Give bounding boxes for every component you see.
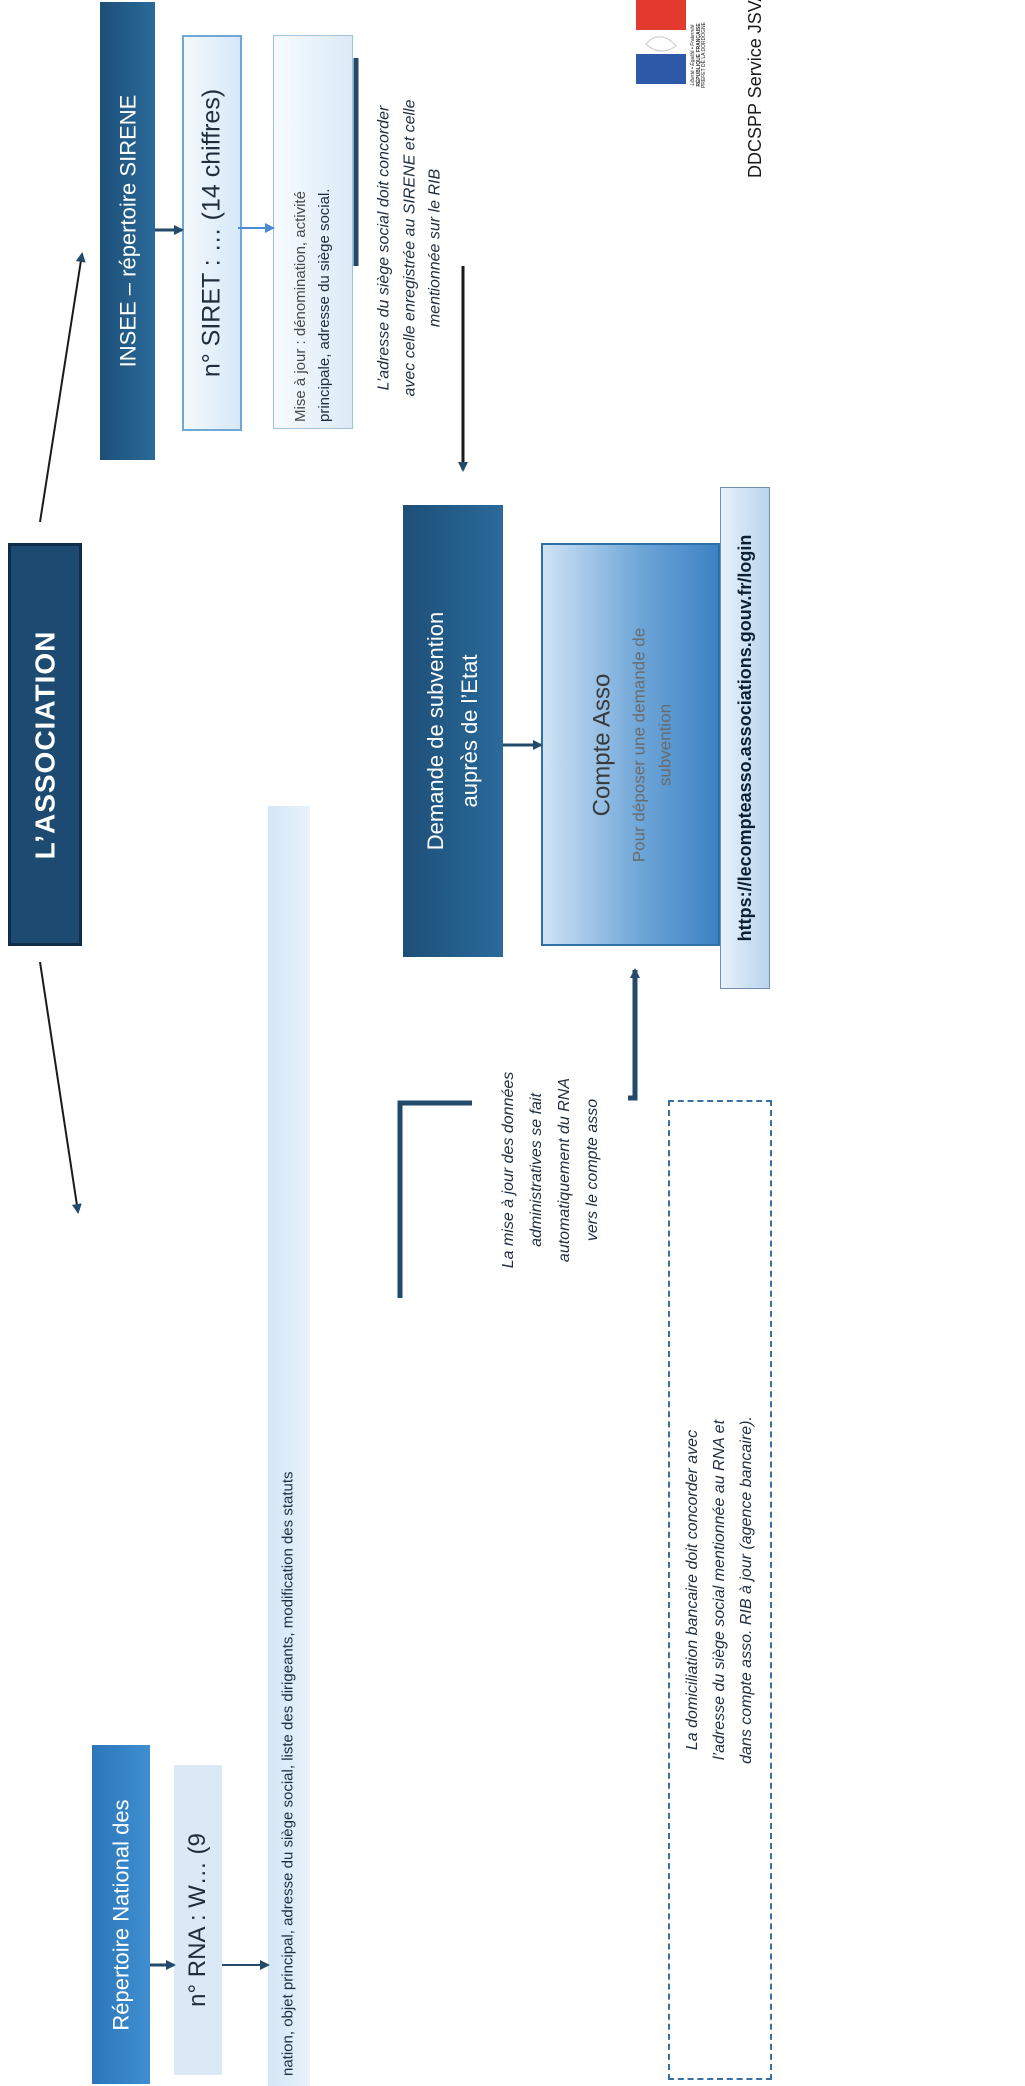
rna-compte-arrow bbox=[628, 968, 640, 1101]
insee-box: INSEE – répertoire SIRENE bbox=[100, 2, 155, 460]
rna-note-line2: administratives se fait bbox=[527, 1093, 545, 1247]
rna-note-line1: La mise à jour des données bbox=[499, 1071, 517, 1269]
domiciliation-line1: La domiciliation bancaire doit concorder… bbox=[684, 1429, 702, 1751]
arrow-to-insee bbox=[39, 252, 86, 523]
rna-compte-bracket bbox=[397, 1100, 472, 1298]
compte-asso-sub-line1: Pour déposer une demande de bbox=[629, 627, 648, 862]
marianne-logo-icon bbox=[636, 0, 686, 84]
association-title: L’ASSOCIATION bbox=[29, 630, 61, 859]
logo-text-block: Liberté • Égalité • Fraternité RÉPUBLIQU… bbox=[686, 0, 712, 110]
domiciliation-line3: dans compte asso. RIB à jour (agence ban… bbox=[738, 1416, 756, 1764]
domiciliation-line2: l’adresse du siège social mentionnée au … bbox=[711, 1419, 729, 1761]
rna-update-note: La mise à jour des données administrativ… bbox=[488, 1020, 613, 1320]
rna-box: Répertoire National des bbox=[92, 1745, 150, 2084]
domiciliation-note: La domiciliation bancaire doit concorder… bbox=[668, 1100, 772, 2080]
compte-asso-box: Compte Asso Pour déposer une demande de … bbox=[541, 543, 720, 946]
rna-number-box: n° RNA : W… (9 bbox=[174, 1765, 222, 2075]
rna-update-box: nation, objet principal, adresse du sièg… bbox=[268, 806, 310, 2086]
subvention-box: Demande de subvention auprès de l’Etat bbox=[403, 505, 503, 957]
siret-update-box: Mise à jour : dénomination, activité pri… bbox=[273, 35, 353, 429]
service-text: DDCSPP Service JSVA bbox=[744, 0, 765, 178]
insee-title: INSEE – répertoire SIRENE bbox=[114, 94, 140, 368]
siege-note-line3: mentionnée sur le RIB bbox=[426, 168, 444, 327]
siege-note: L’adresse du siège social doit concorder… bbox=[362, 55, 457, 440]
rna-number: n° RNA : W… (9 bbox=[184, 1833, 211, 2007]
arrow-to-rna bbox=[39, 961, 82, 1214]
subvention-title-line2: auprès de l’Etat bbox=[457, 654, 482, 808]
service-label: DDCSPP Service JSVA bbox=[738, 0, 772, 178]
compte-asso-title: Compte Asso bbox=[588, 673, 615, 816]
siege-note-line1: L’adresse du siège social doit concorder bbox=[375, 105, 393, 390]
subvention-title-line1: Demande de subvention bbox=[422, 611, 448, 851]
siret-update-line1: Mise à jour : dénomination, activité bbox=[292, 191, 309, 422]
association-box: L’ASSOCIATION bbox=[8, 543, 82, 946]
compte-asso-link[interactable]: https://lecompteasso.associations.gouv.f… bbox=[720, 487, 770, 989]
marianne-logo bbox=[636, 0, 686, 84]
logo-prefet: PRÉFET DE LA DORDOGNE bbox=[700, 21, 707, 89]
rna-note-line4: vers le compte asso bbox=[583, 1098, 601, 1242]
siege-note-line2: avec celle enregistrée au SIRENE et cell… bbox=[400, 98, 418, 397]
rna-note-line3: automatiquement du RNA bbox=[555, 1077, 573, 1263]
compte-asso-sub-line2: subvention bbox=[654, 703, 674, 786]
rna-title: Répertoire National des bbox=[108, 1798, 134, 2031]
siret-box: n° SIRET : … (14 chiffres) bbox=[182, 35, 242, 431]
rna-update-text: nation, objet principal, adresse du sièg… bbox=[279, 1471, 297, 2076]
siret-update-line2: principale, adresse du siège social. bbox=[316, 188, 333, 422]
siret-text: n° SIRET : … (14 chiffres) bbox=[197, 88, 226, 378]
compte-asso-url[interactable]: https://lecompteasso.associations.gouv.f… bbox=[734, 534, 755, 942]
